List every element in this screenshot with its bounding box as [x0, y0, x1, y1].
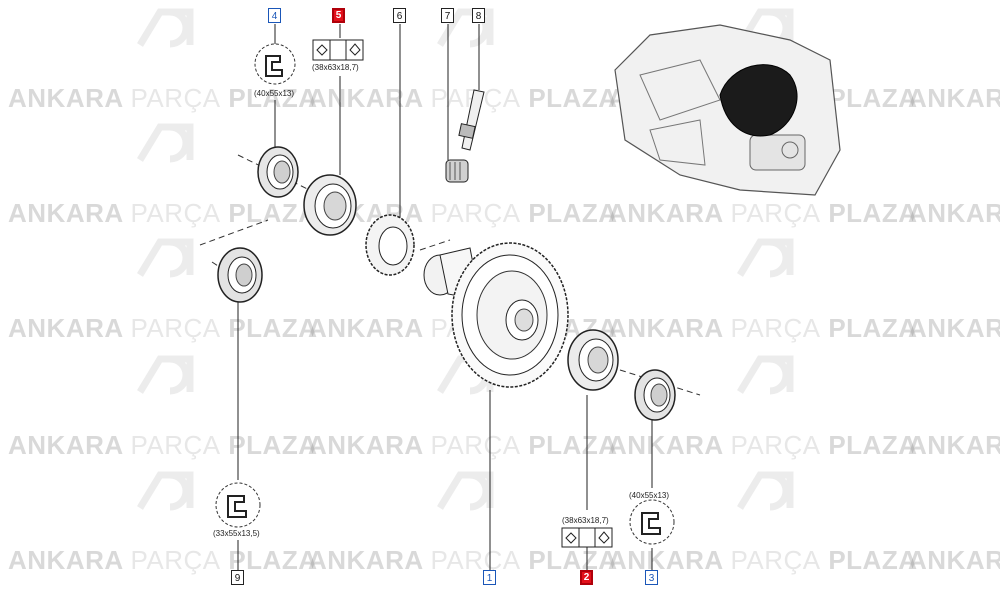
watermark-text: ANKARA PARÇA PLAZA — [8, 313, 318, 344]
watermark-text: ANKARA PARÇA PLAZA — [608, 313, 918, 344]
watermark-word: PLAZA — [528, 545, 618, 575]
callout-4[interactable]: 4 — [268, 8, 281, 23]
bearing-icon-5 — [312, 39, 364, 61]
watermark-word: PLAZA — [828, 430, 918, 460]
seal-icon-3 — [629, 499, 675, 545]
callout-label: 1 — [486, 573, 493, 584]
watermark-word: PLAZA — [228, 430, 318, 460]
watermark-word: ANKARA — [608, 313, 723, 343]
bearing-part-2 — [567, 329, 619, 391]
watermark-word: PARÇA — [730, 430, 821, 460]
callout-label: 6 — [396, 11, 403, 22]
callout-label: 4 — [271, 11, 278, 22]
watermark-word: ANKARA — [308, 313, 423, 343]
watermark-text: ANKAR — [908, 83, 1000, 114]
watermark-tail: ANKAR — [908, 545, 1000, 575]
shaft-8 — [458, 89, 485, 151]
watermark-word: PARÇA — [130, 198, 221, 228]
watermark-word: PLAZA — [828, 545, 918, 575]
watermark-text: ANKARA PARÇA PLAZA — [608, 545, 918, 576]
watermark-word: PLAZA — [828, 198, 918, 228]
seal-part-3 — [634, 369, 676, 421]
watermark-text: ANKAR — [908, 430, 1000, 461]
watermark-word: ANKARA — [8, 430, 123, 460]
watermark-word: PLAZA — [828, 83, 918, 113]
bearing-icon-2 — [561, 527, 613, 548]
watermark-word: ANKARA — [608, 430, 723, 460]
watermark-word: ANKARA — [608, 545, 723, 575]
watermark-word: PARÇA — [730, 545, 821, 575]
callout-9[interactable]: 9 — [231, 570, 244, 585]
callout-label: 8 — [475, 11, 482, 22]
callout-2[interactable]: 2 — [580, 570, 593, 585]
watermark-word: ANKARA — [8, 545, 123, 575]
dimension-bearing-5: (38x63x18,7) — [312, 63, 359, 72]
callout-8[interactable]: 8 — [472, 8, 485, 23]
callout-6[interactable]: 6 — [393, 8, 406, 23]
leader-lines — [237, 24, 653, 570]
dimension-bearing-2: (38x63x18,7) — [562, 516, 609, 525]
callout-label: 9 — [234, 573, 241, 584]
bearing-part-5 — [303, 174, 357, 236]
dimension-seal-4: (40x55x13) — [254, 89, 295, 98]
watermark-text: ANKAR — [908, 313, 1000, 344]
watermark-text: ANKAR — [908, 545, 1000, 576]
watermark-word: PARÇA — [430, 198, 521, 228]
watermark-tail: ANKAR — [908, 198, 1000, 228]
watermark-word: ANKARA — [608, 198, 723, 228]
callout-7[interactable]: 7 — [441, 8, 454, 23]
watermark-word: PLAZA — [528, 430, 618, 460]
callout-label: 7 — [444, 11, 451, 22]
watermark-text: ANKARA PARÇA PLAZA — [8, 198, 318, 229]
watermark-word: PLAZA — [528, 83, 618, 113]
watermark-word: PARÇA — [130, 83, 221, 113]
seal-part-4 — [257, 146, 299, 198]
gearbox-location-thumbnail — [614, 24, 841, 196]
seal-part-9 — [217, 247, 263, 303]
watermark-word: ANKARA — [308, 430, 423, 460]
watermark-text: ANKARA PARÇA PLAZA — [608, 430, 918, 461]
watermark-word: ANKARA — [8, 83, 123, 113]
callout-3[interactable]: 3 — [645, 570, 658, 585]
watermark-word: PLAZA — [228, 313, 318, 343]
watermark-word: ANKARA — [8, 198, 123, 228]
watermark-text: ANKAR — [908, 198, 1000, 229]
watermark-word: PLAZA — [228, 198, 318, 228]
differential-assembly-1 — [423, 242, 569, 388]
watermark-word: PARÇA — [130, 313, 221, 343]
callout-label: 2 — [583, 572, 590, 583]
watermark-word: ANKARA — [308, 83, 423, 113]
pinion-7 — [445, 159, 469, 183]
watermark-tail: ANKAR — [908, 313, 1000, 343]
watermark-text: ANKARA PARÇA PLAZA — [8, 430, 318, 461]
watermark-word: PARÇA — [130, 545, 221, 575]
watermark-text: ANKARA PARÇA PLAZA — [608, 198, 918, 229]
watermark-word: PARÇA — [430, 545, 521, 575]
watermark-word: ANKARA — [8, 313, 123, 343]
dimension-seal-3: (40x55x13) — [629, 491, 670, 500]
watermark-word: PARÇA — [130, 430, 221, 460]
watermark-word: PLAZA — [528, 198, 618, 228]
watermark-tail: ANKAR — [908, 430, 1000, 460]
watermark-text: ANKARA PARÇA PLAZA — [308, 430, 618, 461]
dimension-seal-9: (33x55x13,5) — [213, 529, 260, 538]
watermark-word: PARÇA — [730, 313, 821, 343]
watermark-word: PARÇA — [730, 198, 821, 228]
callout-5[interactable]: 5 — [332, 8, 345, 23]
watermark-word: PARÇA — [430, 430, 521, 460]
watermark-tail: ANKAR — [908, 83, 1000, 113]
callout-label: 3 — [648, 573, 655, 584]
seal-icon-4 — [254, 43, 296, 85]
speedometer-gear-6 — [365, 214, 415, 276]
seal-icon-9 — [215, 482, 261, 528]
watermark-word: PLAZA — [828, 313, 918, 343]
watermark-word: ANKARA — [308, 545, 423, 575]
callout-1[interactable]: 1 — [483, 570, 496, 585]
callout-label: 5 — [335, 10, 342, 21]
watermark-word: PLAZA — [228, 83, 318, 113]
watermark-text: ANKARA PARÇA PLAZA — [8, 83, 318, 114]
watermark-text: ANKARA PARÇA PLAZA — [308, 545, 618, 576]
